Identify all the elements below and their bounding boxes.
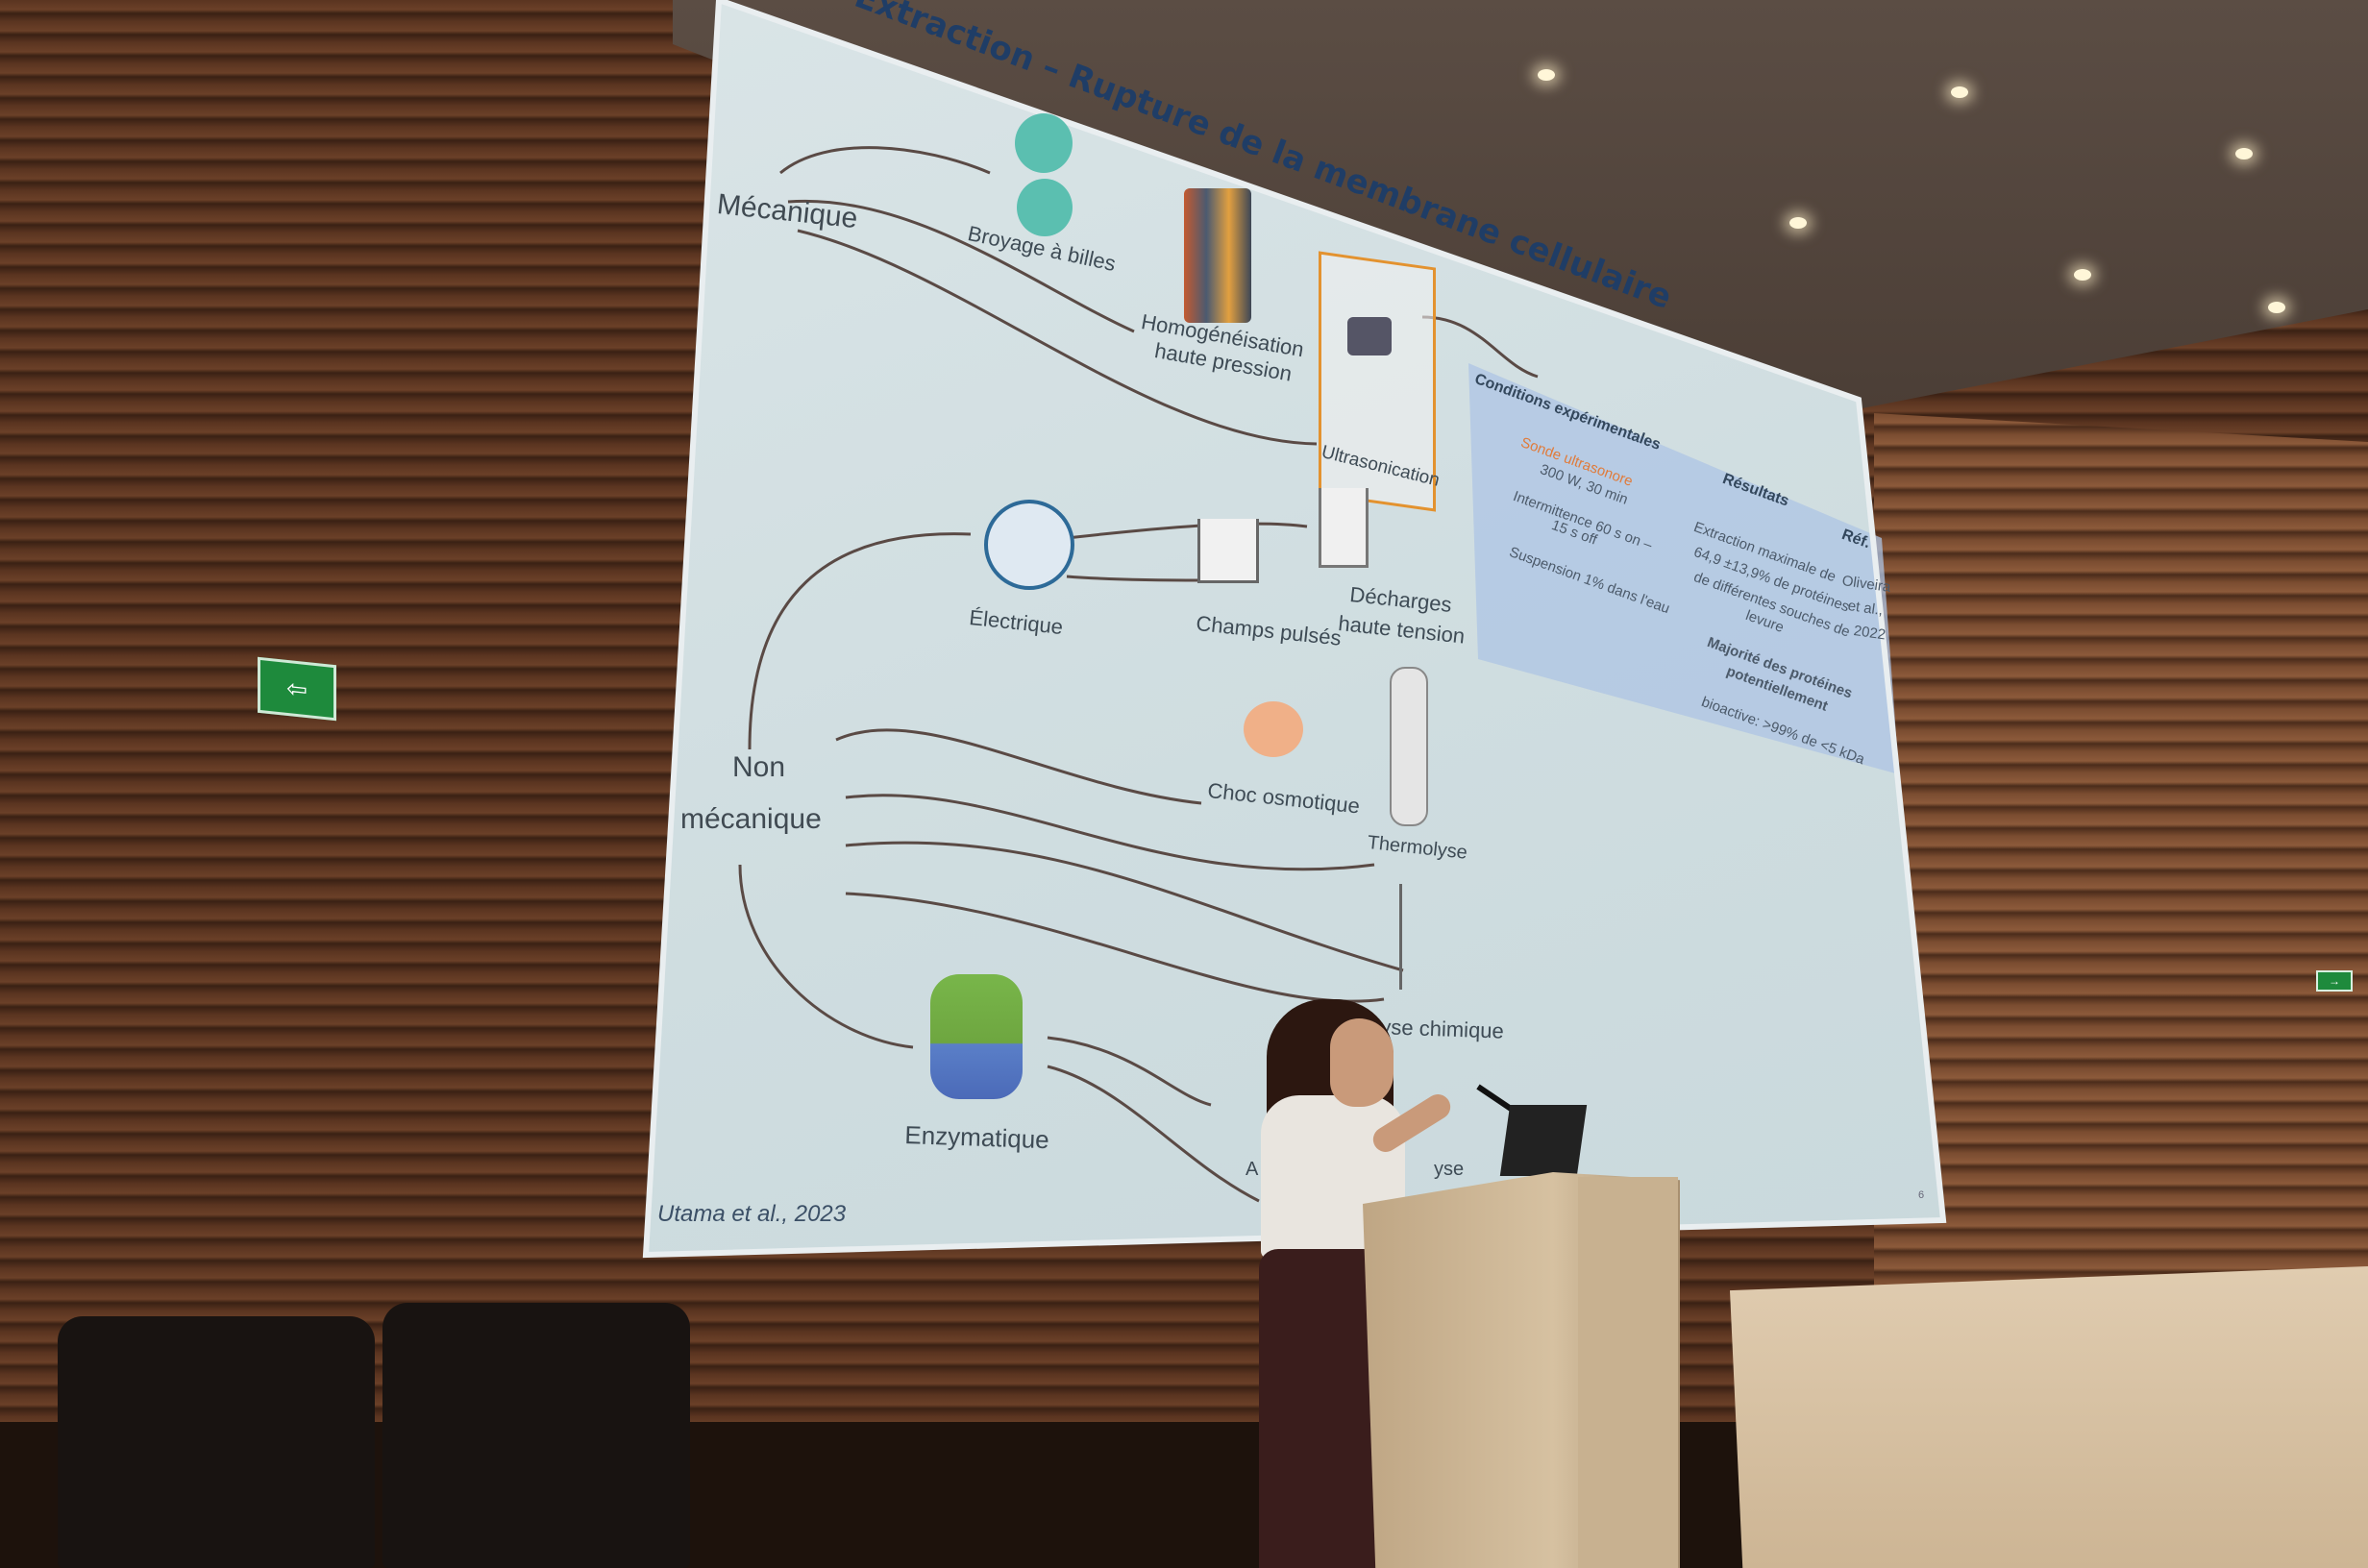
thermometer-icon bbox=[1390, 667, 1428, 826]
osmotic-cell-icon bbox=[1244, 701, 1303, 757]
ceiling-light bbox=[2074, 269, 2091, 281]
ceiling-light bbox=[2268, 302, 2285, 313]
exit-sign: ⇦ bbox=[258, 656, 336, 722]
bead-mill-icon-lower bbox=[1017, 179, 1073, 236]
ceiling-light bbox=[2235, 148, 2253, 159]
ceiling-light bbox=[1951, 86, 1968, 98]
pulsed-field-beaker-icon bbox=[1197, 519, 1259, 583]
armchair bbox=[382, 1303, 690, 1568]
category-non-mechanical-1: Non bbox=[732, 751, 786, 783]
page-number: 6 bbox=[1918, 1189, 1925, 1201]
ceiling-light bbox=[1789, 217, 1807, 229]
laptop bbox=[1499, 1105, 1588, 1176]
exit-sign-small: → bbox=[2316, 970, 2353, 992]
exit-arrow-icon: ⇦ bbox=[286, 673, 308, 704]
lectern-front bbox=[1578, 1177, 1678, 1568]
enzyme-icon bbox=[930, 974, 1023, 1099]
armchair bbox=[58, 1316, 375, 1568]
category-non-mechanical-2: mécanique bbox=[680, 803, 822, 835]
citation: Utama et al., 2023 bbox=[657, 1201, 847, 1227]
electric-cell-icon bbox=[984, 500, 1074, 590]
panel-desk bbox=[1730, 1266, 2368, 1568]
label-autolysis-partial: A bbox=[1246, 1159, 1259, 1180]
label-chemical-lysis: lyse chimique bbox=[1375, 1015, 1505, 1043]
label-enzymatic: Enzymatique bbox=[903, 1120, 1050, 1155]
discharge-beaker-icon bbox=[1319, 488, 1369, 568]
label-hydrolysis-partial: yse bbox=[1434, 1159, 1465, 1180]
side-wall bbox=[1874, 413, 2368, 1374]
chemical-structure-icon bbox=[1399, 884, 1460, 990]
speaker-face bbox=[1330, 1018, 1394, 1107]
ceiling-light bbox=[1538, 69, 1555, 81]
sonicator-probe-icon bbox=[1347, 317, 1392, 355]
homogenizer-icon bbox=[1184, 188, 1251, 323]
bead-mill-icon bbox=[1015, 113, 1073, 173]
